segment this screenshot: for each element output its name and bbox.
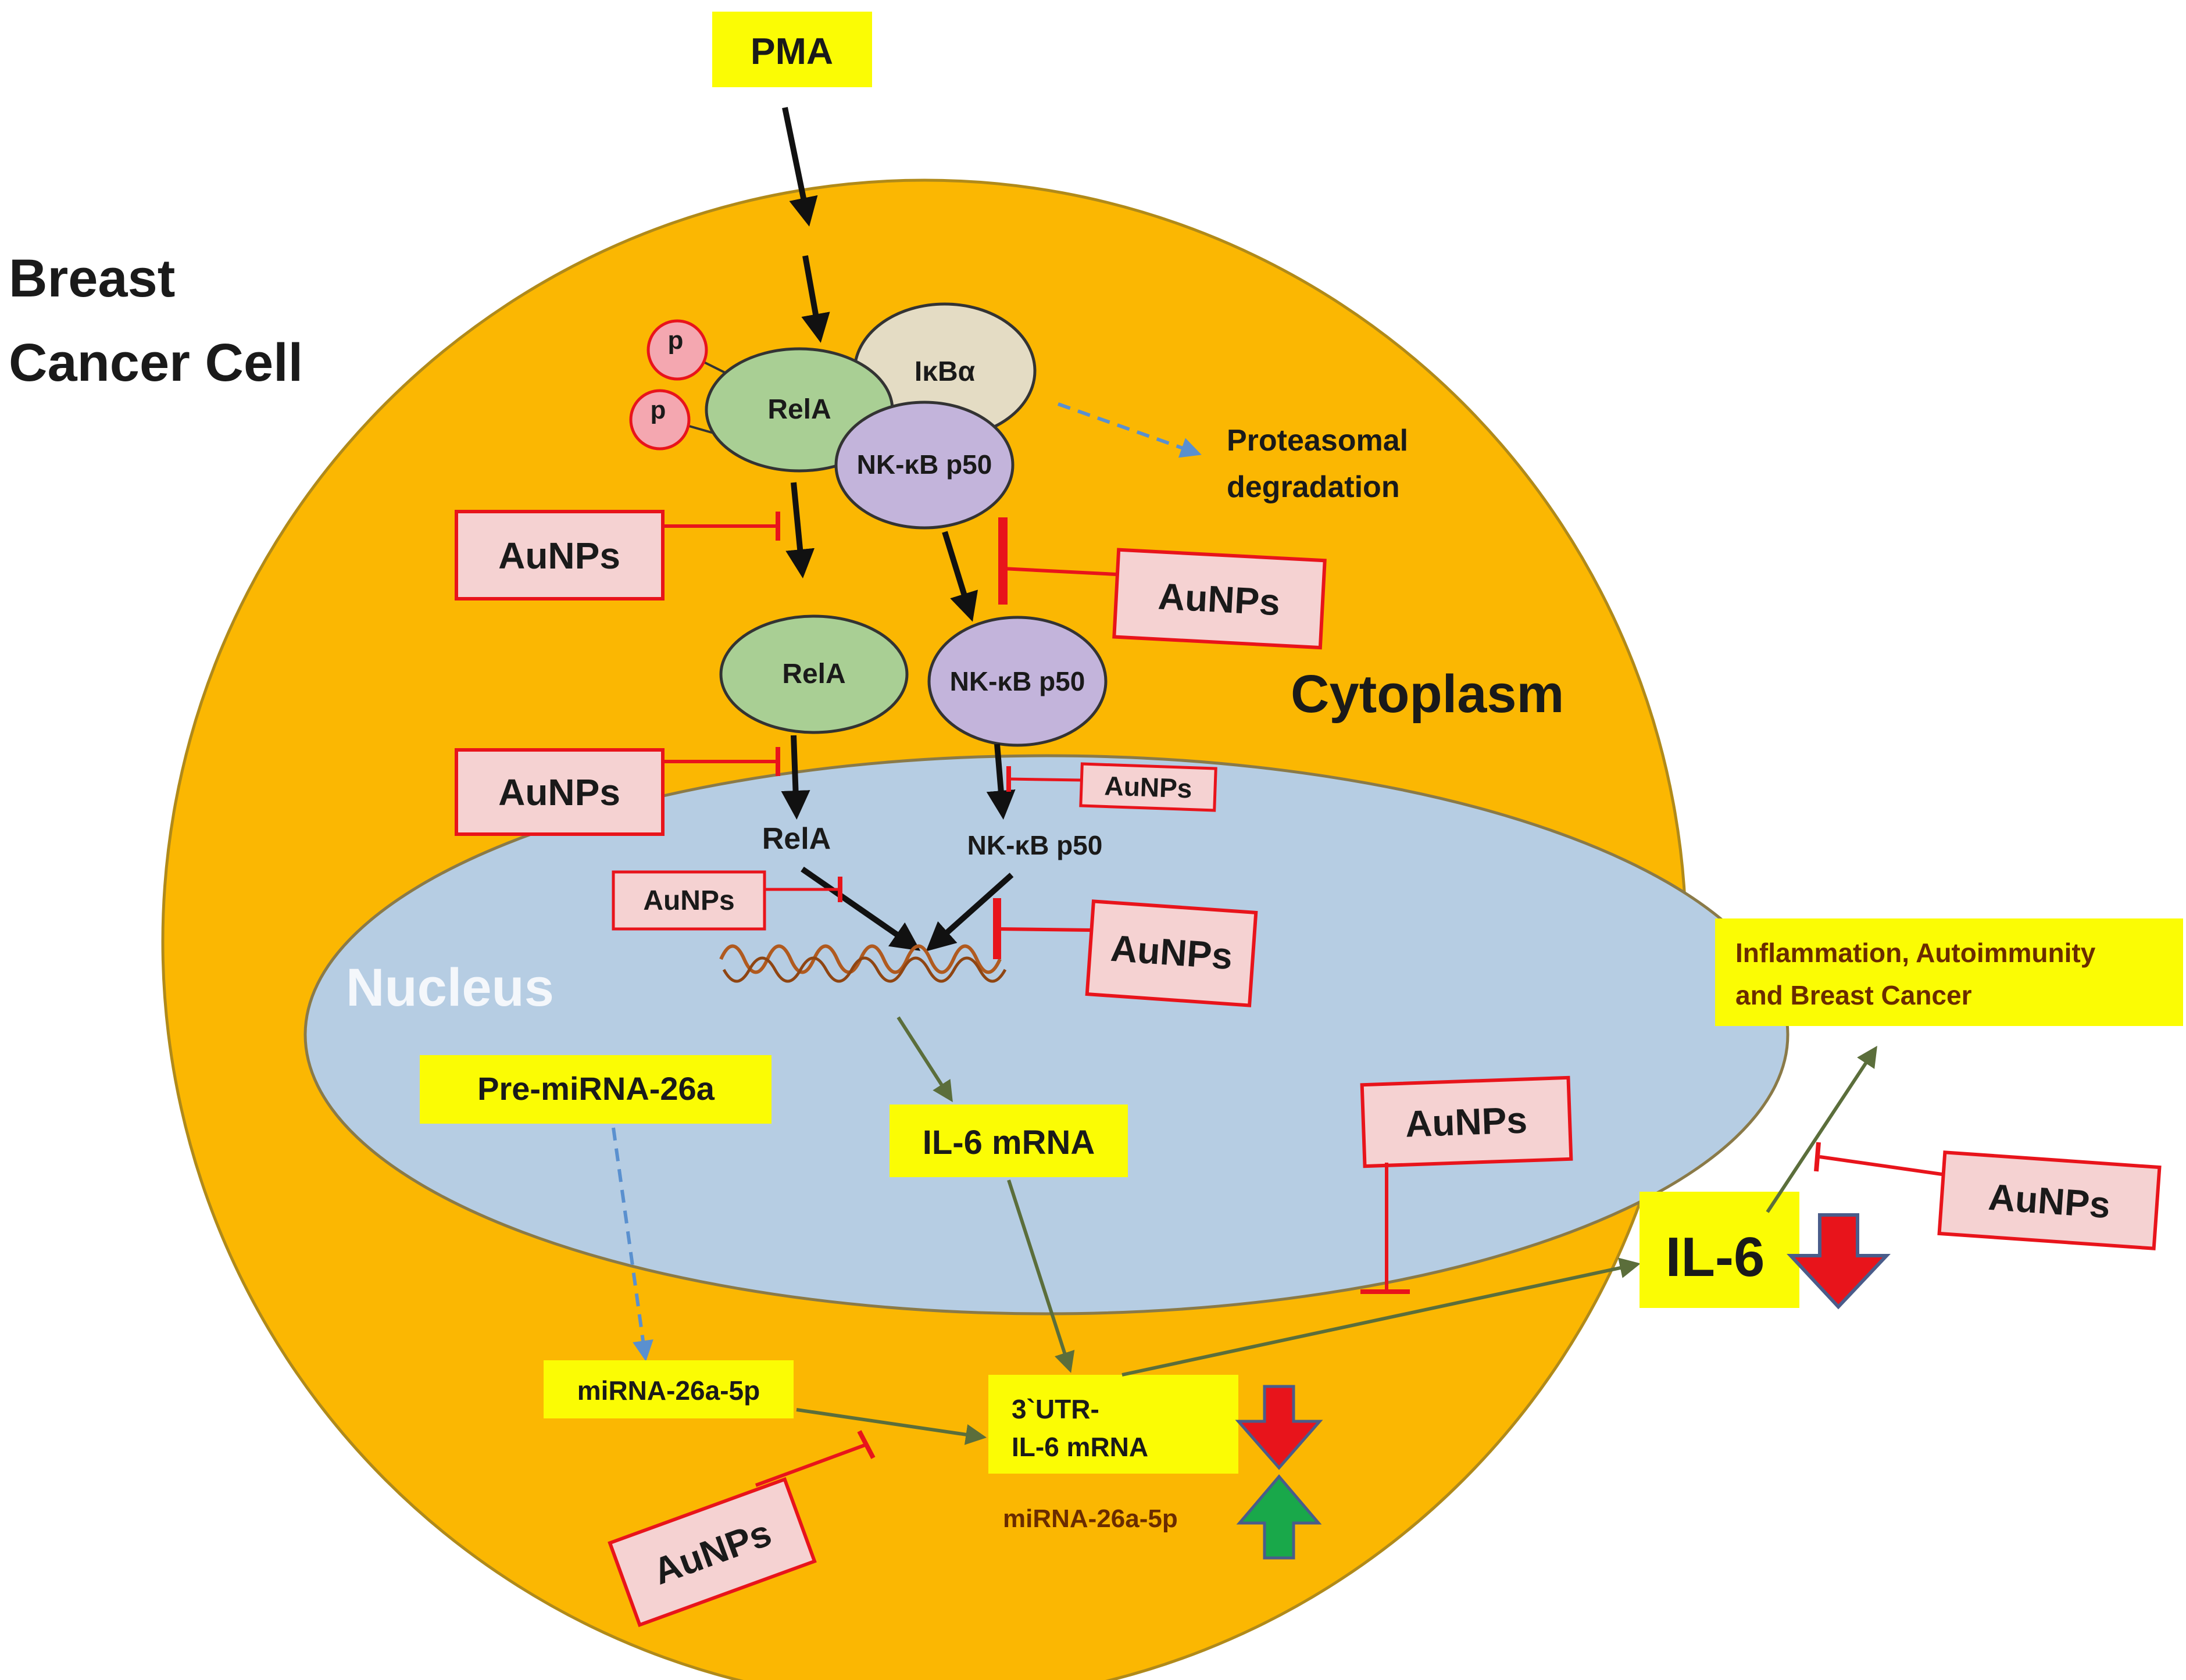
utr-to-il6-arrow xyxy=(1121,1257,1641,1377)
proteasomal-label-line1: Proteasomal xyxy=(1227,424,1408,457)
dna-strand-2 xyxy=(722,956,1007,983)
mirna-to-utr-arrow xyxy=(796,1408,987,1445)
mirna-increase-arrow-icon xyxy=(1236,1474,1322,1560)
inhibit-line-p50-entry xyxy=(1008,777,1082,782)
nucleus-label: Nucleus xyxy=(346,958,554,1017)
rela-nuclear-label: RelA xyxy=(762,822,831,856)
cytoplasm-label: Cytoplasm xyxy=(1291,664,1564,724)
cell-label-line2: Cancer Cell xyxy=(9,333,303,392)
transcription-arrow xyxy=(896,1016,953,1103)
ikba-label: IκBα xyxy=(915,356,976,387)
phospho-label-2: p xyxy=(651,396,666,424)
mirna-box xyxy=(544,1360,794,1418)
utr-box xyxy=(988,1375,1238,1474)
phospho-circle-2 xyxy=(629,389,691,451)
rela-release-arrow xyxy=(785,482,815,578)
inhibit-line-p50-dna xyxy=(996,927,1091,932)
proteasomal-label-line2: degradation xyxy=(1227,470,1400,504)
cell-label-line1: Breast xyxy=(9,249,175,308)
phospho-label-1: p xyxy=(668,326,684,355)
rela-free-ellipse xyxy=(719,614,909,734)
aunps-label-p50-release: AuNPs xyxy=(1157,575,1281,623)
rela-dna-arrow xyxy=(801,866,921,951)
rela-complex-label: RelA xyxy=(767,394,831,425)
mirna-label: miRNA-26a-5p xyxy=(577,1375,760,1406)
phospho-circle-1 xyxy=(646,319,708,381)
aunps-label-p50-dna: AuNPs xyxy=(1109,927,1234,977)
inhibit-line-outcome xyxy=(1819,1155,1942,1176)
inhibit-bar-mirna xyxy=(857,1430,876,1459)
outcome-label-line2: and Breast Cancer xyxy=(1735,980,1972,1010)
outcome-label-line1: Inflammation, Autoimmunity xyxy=(1735,938,2096,968)
aunps-label-il6-translation: AuNPs xyxy=(1405,1099,1528,1145)
pma-box xyxy=(712,12,872,87)
pma-arrow-1 xyxy=(782,106,818,227)
aunps-box-rela-entry xyxy=(455,748,665,836)
utr-decrease-arrow-icon xyxy=(1235,1385,1323,1470)
aunps-box-p50-dna xyxy=(1085,899,1258,1007)
p50-complex-label: NK-κB p50 xyxy=(857,449,992,480)
p50-nuclear-arrow xyxy=(986,744,1016,820)
il6-decrease-arrow-icon xyxy=(1787,1213,1891,1310)
pre-mirna-box xyxy=(420,1055,771,1124)
p50-dna-arrow xyxy=(926,873,1014,952)
il6-label: IL-6 xyxy=(1666,1226,1765,1288)
il6-to-outcome-arrow xyxy=(1766,1045,1877,1213)
rela-free-label: RelA xyxy=(782,659,845,689)
aunps-box-il6-translation xyxy=(1360,1075,1573,1168)
aunps-box-p50-entry xyxy=(1079,762,1217,812)
aunps-box-outcome xyxy=(1937,1150,2162,1250)
p50-free-ellipse xyxy=(927,616,1108,747)
pma-label: PMA xyxy=(751,30,833,72)
utr-label-line2: IL-6 mRNA xyxy=(1012,1432,1148,1462)
inhibit-bar-outcome xyxy=(1814,1142,1821,1172)
inhibit-line-mirna xyxy=(755,1443,867,1487)
il6-mrna-box xyxy=(890,1104,1128,1177)
p50-complex-ellipse xyxy=(834,401,1015,530)
aunps-label-rela-release: AuNPs xyxy=(498,535,620,577)
aunps-label-outcome: AuNPs xyxy=(1987,1176,2112,1226)
p50-nuclear-label: NK-κB p50 xyxy=(967,830,1103,860)
p50-release-arrow xyxy=(942,531,978,622)
aunps-box-p50-release xyxy=(1112,548,1327,650)
aunps-box-mirna xyxy=(608,1477,817,1628)
mirna-increase-label: miRNA-26a-5p xyxy=(1003,1504,1178,1533)
mrna-to-utr-arrow xyxy=(1007,1179,1075,1373)
p50-free-label: NK-κB p50 xyxy=(950,666,1085,696)
aunps-label-rela-entry: AuNPs xyxy=(498,771,620,813)
pre-mirna-label: Pre-miRNA-26a xyxy=(477,1070,715,1107)
rela-nuclear-arrow xyxy=(781,735,810,820)
mirna-processing-arrow xyxy=(612,1127,653,1362)
il6-box xyxy=(1640,1192,1799,1308)
aunps-label-rela-dna: AuNPs xyxy=(643,885,734,916)
aunps-box-rela-release xyxy=(455,510,665,600)
il6-mrna-label: IL-6 mRNA xyxy=(923,1124,1095,1161)
aunps-label-p50-entry: AuNPs xyxy=(1104,770,1193,803)
utr-label-line1: 3`UTR- xyxy=(1012,1394,1099,1424)
inhibit-line-p50-release xyxy=(1002,567,1117,576)
pma-arrow-2 xyxy=(801,255,830,343)
proteasome-arrow xyxy=(1057,402,1202,458)
outcome-box xyxy=(1715,918,2183,1026)
aunps-box-rela-dna xyxy=(612,870,766,931)
